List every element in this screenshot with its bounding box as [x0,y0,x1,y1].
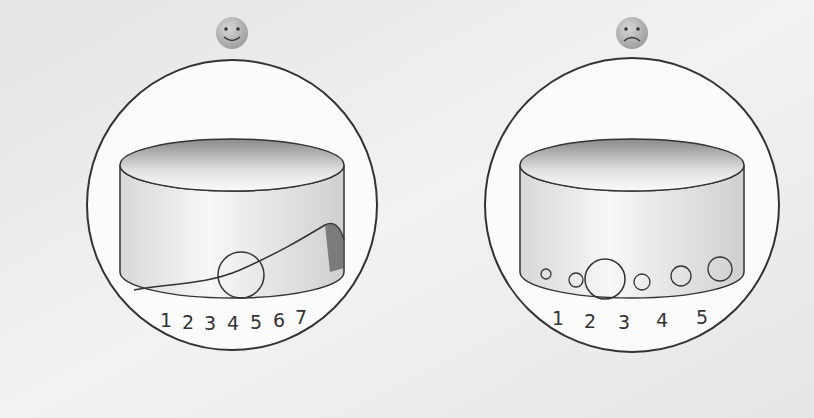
scale-number: 1 [160,309,172,331]
scale-number: 1 [552,307,564,329]
scale-number: 7 [295,306,307,328]
scale-number: 3 [618,311,630,333]
scale-number: 2 [584,310,596,332]
scale-number: 2 [182,311,194,333]
scale-number: 6 [273,309,285,331]
sad-medallion [485,17,779,352]
scale-number: 5 [696,306,708,328]
scale-number: 5 [250,311,262,333]
scale-number: 4 [656,309,668,331]
scale-number: 4 [227,312,239,334]
happy-medallion [87,17,377,350]
scale-number: 3 [204,312,216,334]
